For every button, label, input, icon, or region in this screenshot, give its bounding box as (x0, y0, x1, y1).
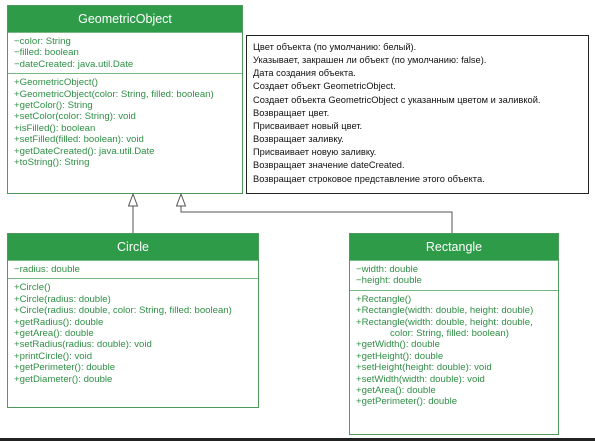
bottom-rule (0, 438, 595, 441)
attribute: −dateCreated: java.util.Date (14, 58, 134, 70)
method: +toString(): String (14, 157, 90, 169)
method: +getArea(): double (14, 328, 94, 340)
rectangle-inheritance-arrowhead (175, 192, 187, 207)
method: +GeometricObject(color: String, filled: … (14, 88, 214, 100)
methods-section: +Rectangle() +Rectangle(width: double, h… (350, 289, 558, 411)
method: +getColor(): String (14, 100, 93, 112)
circle-class: Circle −radius: double +Circle() +Circle… (7, 233, 259, 408)
attribute: −height: double (356, 275, 422, 287)
methods-section: +Circle() +Circle(radius: double) +Circl… (8, 278, 258, 388)
method: +getArea(): double (356, 385, 436, 397)
attributes-section: −width: double −height: double (350, 260, 558, 290)
attributes-section: −radius: double (8, 260, 258, 278)
class-name: Rectangle (350, 234, 558, 260)
method: +getPerimeter(): double (14, 362, 116, 374)
method: +setWidth(width: double): void (356, 373, 485, 385)
rectangle-class: Rectangle −width: double −height: double… (349, 233, 559, 435)
method: +getDiameter(): double (14, 373, 113, 385)
method: +Rectangle(width: double, height: double… (356, 305, 534, 317)
method: +Circle() (14, 282, 51, 294)
method: +getPerimeter(): double (356, 396, 458, 408)
method: +setColor(color: String): void (14, 111, 136, 123)
method: +Rectangle(width: double, height: double… (356, 316, 533, 328)
note-line: Дата создания объекта. (253, 68, 356, 79)
method: +getWidth(): double (356, 339, 440, 351)
attribute: −radius: double (14, 264, 80, 275)
method: +printCircle(): void (14, 350, 93, 362)
method: +Circle(radius: double, color: String, f… (14, 305, 232, 317)
methods-section: +GeometricObject() +GeometricObject(colo… (8, 73, 242, 171)
attribute: −width: double (356, 264, 419, 275)
note-line: Присваивает новый цвет. (253, 120, 363, 131)
note-line: Цвет объекта (по умолчанию: белый). (253, 42, 417, 52)
note-line: Возвращает строковое представление этого… (253, 173, 485, 184)
method: +getDateCreated(): java.util.Date (14, 145, 155, 157)
note-line: Возвращает значение dateCreated. (253, 160, 405, 171)
class-name: Circle (8, 234, 258, 260)
method: +isFilled(): boolean (14, 122, 96, 134)
note-line: Создает объекта GeometricObject с указан… (253, 94, 541, 105)
class-name: GeometricObject (8, 6, 242, 32)
method-continuation: color: String, filled: boolean) (390, 328, 509, 340)
note-line: Присваивает новую заливку. (253, 147, 377, 158)
attribute: −color: String (14, 36, 71, 47)
method: +GeometricObject() (14, 77, 98, 89)
method: +getRadius(): double (14, 316, 104, 328)
geometric-object-class: GeometricObject −color: String −filled: … (7, 5, 243, 194)
method: +setRadius(radius: double): void (14, 339, 152, 351)
circle-inheritance-arrowhead (127, 192, 139, 207)
method: +getHeight(): double (356, 350, 444, 362)
method: +Rectangle() (356, 293, 412, 305)
note-line: Возвращает цвет. (253, 107, 330, 118)
description-note: Цвет объекта (по умолчанию: белый). Указ… (246, 35, 589, 194)
note-line: Возвращает заливку. (253, 134, 344, 145)
method: +setFilled(filled: boolean): void (14, 134, 144, 146)
attributes-section: −color: String −filled: boolean −dateCre… (8, 32, 242, 73)
method: +Circle(radius: double) (14, 293, 111, 305)
method: +setHeight(height: double): void (356, 362, 492, 374)
note-line: Указывает, закрашен ли объект (по умолча… (253, 55, 487, 66)
attribute: −filled: boolean (14, 47, 79, 59)
note-line: Создает объект GeometricObject. (253, 81, 396, 92)
rectangle-inheritance-line (180, 206, 453, 233)
